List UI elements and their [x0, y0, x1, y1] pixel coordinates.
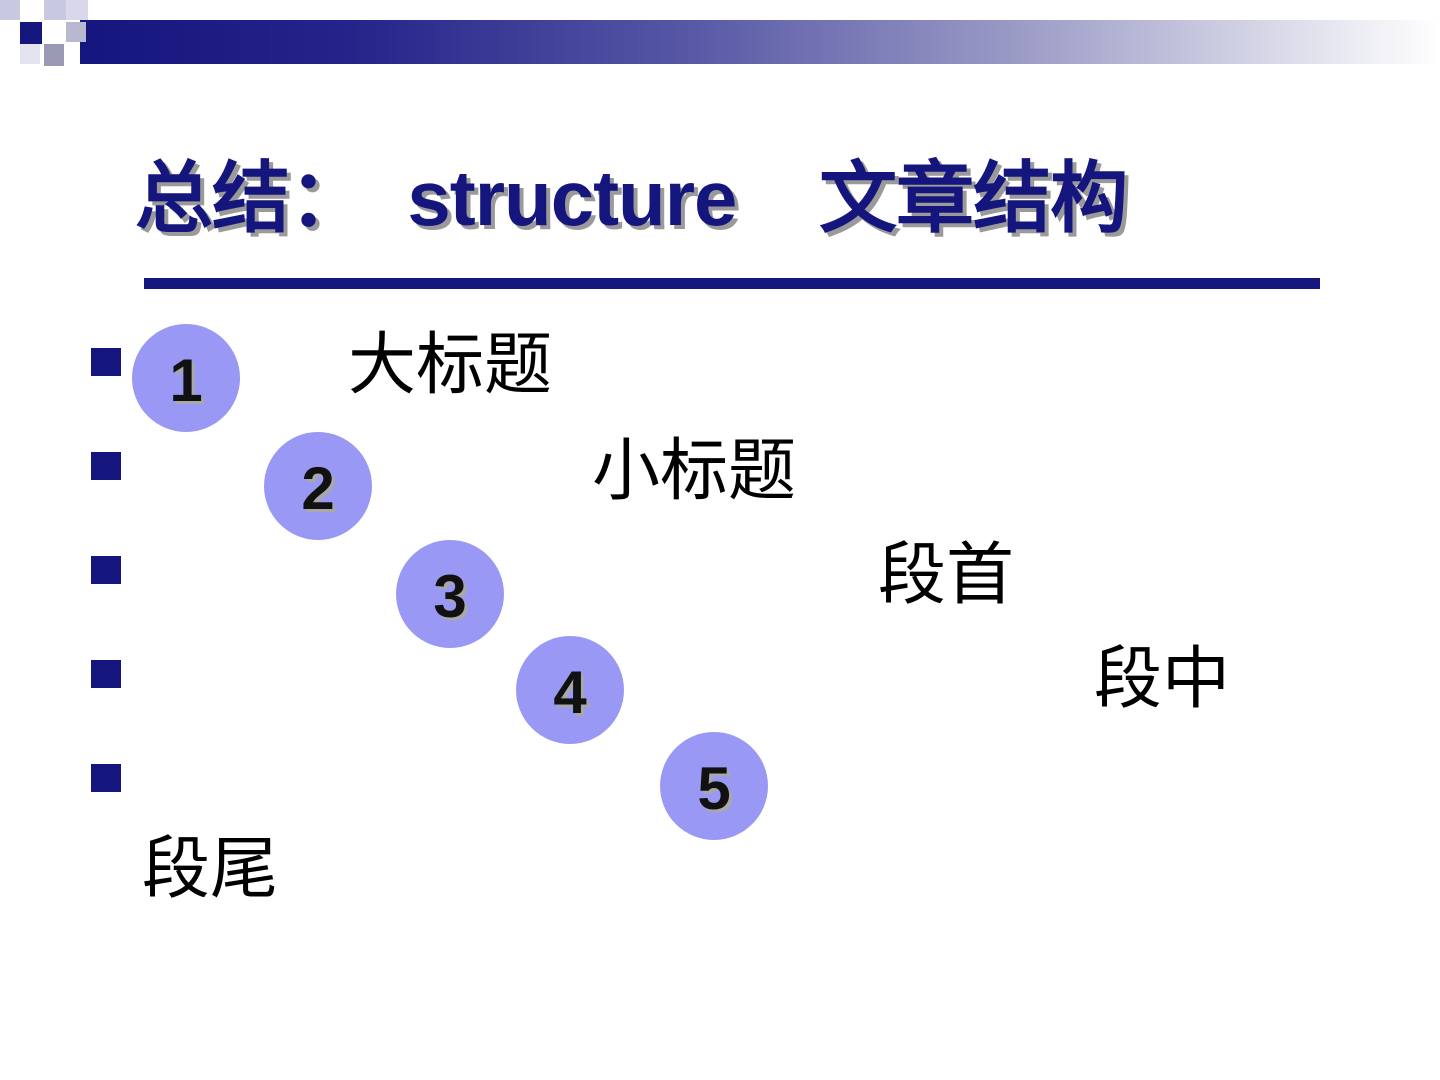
- step-number: 3: [433, 563, 467, 630]
- corner-square-faint: [20, 44, 40, 64]
- step-circle-3: 3: [396, 540, 504, 648]
- bullet-marker: [91, 764, 121, 792]
- step-number: 2: [301, 455, 335, 522]
- bullet-marker: [91, 348, 121, 376]
- step-circle-4: 4: [516, 636, 624, 744]
- step-circle-2: 2: [264, 432, 372, 540]
- bullet-marker: [91, 556, 121, 584]
- corner-square-mid: [44, 0, 66, 20]
- item-label-5: 段尾: [142, 830, 279, 909]
- step-number: 5: [697, 755, 731, 822]
- item-label-4: 段中: [1094, 640, 1231, 719]
- corner-square-gray: [44, 44, 64, 66]
- step-number: 4: [553, 659, 587, 726]
- title-divider: [144, 278, 1320, 289]
- bullet-marker: [91, 452, 121, 480]
- step-circle-5: 5: [660, 732, 768, 840]
- item-label-2: 小标题: [592, 432, 797, 511]
- header-gradient-banner: [80, 20, 1440, 64]
- slide-title: 总结： structure 文章结构: [135, 154, 1128, 242]
- item-label-1: 大标题: [348, 326, 553, 405]
- step-circle-1: 1: [132, 324, 240, 432]
- corner-square-pale: [66, 0, 88, 20]
- item-label-3: 段首: [878, 536, 1015, 615]
- corner-square-light: [0, 0, 20, 20]
- corner-square-dark: [20, 22, 42, 44]
- bullet-marker: [91, 660, 121, 688]
- step-number: 1: [169, 347, 203, 414]
- corner-square-soft: [66, 22, 86, 42]
